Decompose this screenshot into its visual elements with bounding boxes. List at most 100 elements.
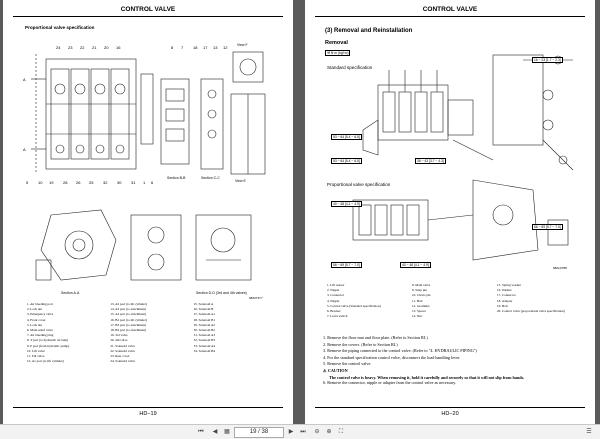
legend-item: 9. P port (from hydraulic pump) [27,343,70,348]
menu-icon[interactable]: ☰ [586,429,592,435]
legend-item: 4. Nipple [327,298,340,303]
standard-spec-label: Standard specification [327,65,373,70]
removal-exploded-diagram: 980LD788 [352,54,574,270]
legend-item: 19. Bolt [497,303,508,308]
legend-item: 13. Spacer [412,309,426,314]
legend-item: 7. Lever switch [327,314,348,319]
legend-item: 5. Control valve (Standard specification… [327,303,381,308]
svg-text:30: 30 [117,180,122,185]
svg-text:1: 1 [143,180,146,185]
svg-text:8: 8 [171,45,174,50]
svg-text:25: 25 [89,180,94,185]
header-rule [315,16,585,17]
legend-item: 16. B2 port (to tilt cylinder) [110,317,147,322]
torque-label-1: 16 − 23 [1.7 − 2.3] [532,57,563,63]
section-views-diagram: Section A-A Section D-D (3rd and 4th val… [35,209,263,300]
legend-item: 27. Solenoid A1 [193,312,215,317]
legend-item: 24. Solenoid valve [110,359,135,364]
first-page-icon[interactable]: ⏮ [198,429,204,435]
torque-label-6: 56 − 69 [5.7 − 7.0] [331,262,362,268]
svg-text:22: 22 [80,45,85,50]
legend-item: 3. Emergency valve [27,312,54,317]
legend-item: 1. Lift sensor [327,283,345,287]
torque-label-4: 53 − 64 [5.4 − 6.5] [331,158,362,164]
legend-item: 12. Grommet [412,303,430,308]
svg-text:18: 18 [193,45,198,50]
legend-item: 26. Solenoid B [193,307,214,312]
svg-text:19: 19 [49,180,54,185]
legend-item: 4. Front cover [27,317,46,322]
legend-item: 8. T port (to hydraulic oil tank) [27,338,68,343]
removal-step-4: 4. For the standard specification contro… [323,354,461,360]
svg-text:7: 7 [181,45,184,50]
svg-text:32: 32 [103,180,108,185]
proportional-spec-label: Proportional valve specification [327,182,391,187]
last-page-icon[interactable]: ⏭ [300,429,306,435]
svg-text:26: 26 [76,180,81,185]
thumbnails-icon[interactable]: ▦ [224,429,230,435]
pdf-viewer-toolbar: ⏮ ◀ ▦ 19 / 38 ▶ ⏭ ⊖ ⊕ ⛶ ☰ [0,424,600,439]
removal-steps: 1. Remove the floor mat and floor plate.… [323,335,585,387]
svg-text:6: 6 [151,180,154,185]
legend-item: 2. Lock nut [27,307,43,312]
zoom-out-icon[interactable]: ⊖ [314,429,320,435]
legend-item: 5. Lock nut [27,322,43,327]
svg-text:A: A [23,147,26,152]
previous-page-icon[interactable]: ◀ [212,429,218,435]
legend-item: 6. Bracket [327,309,341,314]
legend-item: 25. Solenoid A [193,302,214,306]
next-page-icon[interactable]: ▶ [288,429,294,435]
legend-item: 20. 4th valve [110,338,128,343]
legend-column: 13. A2 port (to tilt cylinder)14. A3 por… [110,302,193,364]
torque-label-5: 40 − 48 [4.1 − 4.9] [400,262,431,268]
legend-item: 18. Adapter [497,298,513,303]
torque-label-2: 53 − 64 [5.4 − 6.5] [331,134,362,140]
svg-text:16: 16 [116,45,121,50]
legend-item: 29. Solenoid A2 [193,322,215,327]
left-page: CONTROL VALVE Proportional valve specifi… [3,0,293,425]
removal-step-5: 5. Remove the control valve. [323,361,372,367]
svg-text:28: 28 [63,180,68,185]
legend-item: 3. Connector [327,293,345,298]
removal-step-1: 1. Remove the floor mat and floor plate.… [323,335,428,340]
removal-subsection: Removal [325,40,348,46]
legend-item: 7. Air bleeding plug [27,333,54,338]
caution-text: The control valve is heavy. When removin… [329,374,525,380]
torque-label-7: 40 − 48 [4.1 − 4.9] [331,201,362,207]
right-page-number: HD−20 [441,411,459,417]
legend-item: 11. Tilt valve [27,354,45,359]
section-cc-label: Section C-C [201,176,220,180]
removal-step-3: 3. Remove the piping connected to the co… [323,348,477,354]
legend-item: 8. Main valve [412,283,431,287]
legend-item: 34. Solenoid B4 [193,348,215,353]
svg-text:12: 12 [223,45,228,50]
legend-item: 1. Air bleeding port [27,302,53,306]
svg-text:A: A [23,77,26,82]
torque-label-3: 36 − 43 [3.7 − 4.3] [415,158,446,164]
fullscreen-icon[interactable]: ⛶ [338,429,344,435]
removal-step-6: 6. Remove the connector, nipple or adapt… [323,380,457,386]
svg-text:17: 17 [203,45,208,50]
legend-item: 10. Lift valve [27,348,45,353]
legend-item: 17. B3 port (to attachment) [110,322,147,327]
left-page-header: CONTROL VALVE [120,6,176,13]
svg-text:13: 13 [213,45,218,50]
view-e-label: View E [235,179,246,183]
section-aa-label: Section A-A [61,291,80,295]
legend-item: 31. Solenoid A3 [193,333,215,338]
legend-item: 10. Clevis pin [412,293,431,298]
svg-text:5: 5 [26,180,29,185]
legend-item: 6. Main relief valve [27,328,53,333]
left-figure-code: 980073Y7 [249,296,263,300]
svg-text:31: 31 [131,180,136,185]
legend-item: 14. A3 port (to attachment) [110,307,147,312]
section-dd-label: Section D-D (3rd and 4th valves) [196,291,247,295]
legend-item: 15. A4 port (to attachment) [110,312,147,317]
legend-item: 19. 3rd valve [110,333,128,338]
zoom-in-icon[interactable]: ⊕ [326,429,332,435]
legend-item: 23. Rear cover [110,354,130,359]
page-indicator-input[interactable]: 19 / 38 [234,427,284,438]
